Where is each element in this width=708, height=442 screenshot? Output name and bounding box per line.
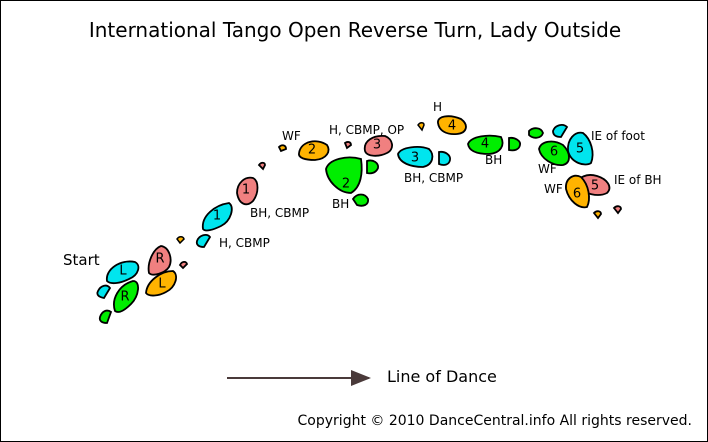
foot-step5-lady-left: 5 xyxy=(552,124,594,166)
foot-step2-man-left: 2 xyxy=(277,140,330,161)
step-num: 3 xyxy=(373,138,381,153)
foot-step6-man-right: 6 xyxy=(528,127,570,166)
step-num: 6 xyxy=(550,145,558,160)
step-annotation: BH xyxy=(332,197,349,211)
start-label: Start xyxy=(63,251,100,269)
foot-step6-man-left: 6 xyxy=(565,174,602,220)
foot-step3-lady-left: 3 xyxy=(397,146,451,168)
step-num: R xyxy=(120,290,129,305)
diagram-title: International Tango Open Reverse Turn, L… xyxy=(89,18,621,42)
step-num: 6 xyxy=(573,187,581,202)
foot-step1-lady-right: 1 xyxy=(236,161,266,206)
foot-step4-man-right: 4 xyxy=(467,134,521,155)
step-num: 1 xyxy=(213,209,221,224)
foot-step3-lady-right: 3 xyxy=(343,135,393,157)
step-annotation: BH, CBMP xyxy=(404,171,463,185)
step-num: L xyxy=(119,264,127,279)
foot-step1-lady-left: 1 xyxy=(195,202,233,248)
step-num: 2 xyxy=(342,177,350,192)
foot-start-lady-left: L xyxy=(96,260,140,300)
step-annotation: H, CBMP xyxy=(219,236,270,250)
step-annotation: WF xyxy=(282,129,301,143)
step-num: 3 xyxy=(411,151,419,166)
step-num: 2 xyxy=(308,143,316,158)
step-annotation: H, CBMP, OP xyxy=(329,123,404,137)
step-annotation: IE of foot xyxy=(591,129,645,143)
copyright-notice: Copyright © 2010 DanceCentral.info All r… xyxy=(298,413,692,429)
step-num: 1 xyxy=(242,183,250,198)
step-num: 4 xyxy=(448,119,456,134)
step-annotation: WF xyxy=(544,182,563,196)
step-annotation: IE of BH xyxy=(614,173,662,187)
step-annotation: WF xyxy=(538,162,557,176)
step-annotation: BH, CBMP xyxy=(250,206,309,220)
line-of-dance-label: Line of Dance xyxy=(387,367,497,386)
step-annotation: BH xyxy=(485,153,502,167)
step-num: 5 xyxy=(576,142,584,157)
step-annotation: H xyxy=(433,100,442,114)
foot-start-man-right: R xyxy=(98,280,139,324)
foot-start-man-left: L xyxy=(145,270,177,297)
foot-step4-man-left: 4 xyxy=(437,115,467,136)
step-num: L xyxy=(158,277,166,292)
foot-start-lady-right: R xyxy=(147,245,189,276)
step-num: 4 xyxy=(481,137,489,152)
step-num: 5 xyxy=(591,179,599,194)
step-num: R xyxy=(155,252,164,267)
foot-step2-man-right: 2 xyxy=(325,156,379,207)
